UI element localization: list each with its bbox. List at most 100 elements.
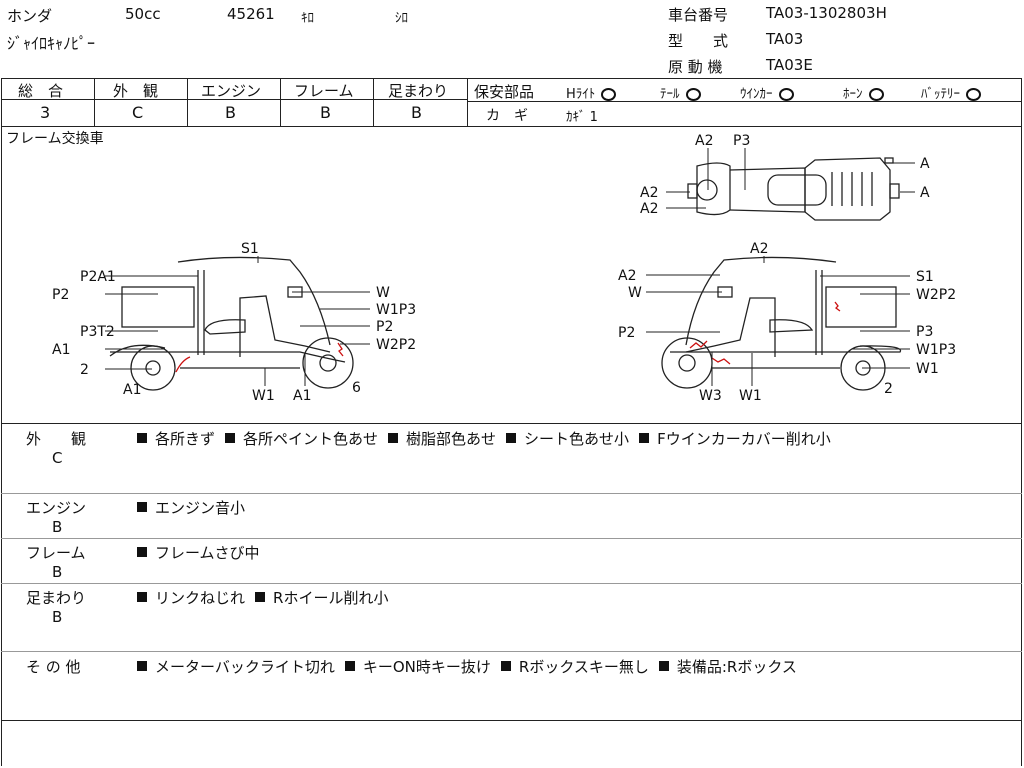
- grade-frame-value: B: [320, 103, 331, 122]
- label-p3: P3: [916, 324, 933, 340]
- check-circle-icon: [868, 88, 884, 101]
- label-a2: A2: [695, 133, 713, 149]
- safety-item-horn: ﾎｰﾝ: [843, 83, 884, 102]
- bullet-icon: [137, 660, 147, 671]
- label-w: W: [628, 285, 642, 301]
- bullet-icon: [344, 660, 355, 671]
- mileage: 45261: [227, 5, 275, 23]
- safety-item-winker: ｳｲﾝｶｰ: [740, 83, 794, 102]
- label-a1: A1: [293, 388, 311, 404]
- diagram-note: フレーム交換車: [6, 131, 104, 147]
- bullet-icon: [255, 591, 266, 602]
- label-w1: W1: [739, 388, 762, 404]
- bullet-icon: [137, 432, 147, 443]
- label-6: 6: [352, 380, 361, 396]
- frame-number-label: 車台番号: [668, 6, 729, 24]
- bullet-icon: [137, 546, 147, 557]
- grade-row-bottom: [1, 126, 1022, 127]
- label-a1: S1: [241, 241, 259, 257]
- bullet-icon: [500, 660, 511, 671]
- right-view-labels: A2 A2 W P2 W3 W1 S1 W2P2 P3 W1P3 W1 2: [618, 241, 956, 404]
- engine-model-label: 原 動 機: [668, 58, 723, 76]
- top-view-labels: A2 P3 A2 A2 A A: [640, 133, 930, 217]
- label-a2: A2: [640, 185, 658, 201]
- left-view-labels: S1 P2A1 P2 P3T2 A1 2 A1 W W1P3 P2 W2P2 W…: [52, 241, 416, 404]
- label-w1p3: W1P3: [376, 302, 416, 318]
- diagram-bottom: [1, 423, 1022, 424]
- safety-item-tail: ﾃｰﾙ: [660, 83, 701, 102]
- mileage-unit: ｷﾛ: [301, 11, 314, 26]
- label-p3t2: A1: [52, 342, 70, 358]
- bullet-icon: [506, 432, 517, 443]
- grade-suspension-value: B: [411, 103, 422, 122]
- grade-suspension-label: 足まわり: [388, 82, 449, 100]
- grade-sep-1: [94, 78, 95, 126]
- grade-exterior-label: 外 観: [113, 82, 159, 100]
- remark-grade: B: [52, 563, 63, 581]
- top-view-leaders: [666, 148, 915, 209]
- color-value: ｼﾛ: [395, 11, 408, 26]
- grade-sep-2: [187, 78, 188, 126]
- safety-item-battery: ﾊﾞｯﾃﾘｰ: [921, 83, 981, 102]
- label-a2: A2: [750, 241, 768, 257]
- bullet-icon: [388, 432, 399, 443]
- label-p2: P2: [376, 319, 393, 335]
- frame-number-value: TA03-1302803H: [766, 4, 887, 22]
- right-side-view: [661, 256, 902, 391]
- label-w: W: [376, 285, 390, 301]
- grade-divider: [1, 99, 468, 100]
- grade-total-label: 総 合: [18, 82, 64, 100]
- top-view: [687, 157, 900, 221]
- grade-frame-label: フレーム: [294, 82, 354, 100]
- left-side-view: [109, 256, 354, 391]
- check-circle-icon: [966, 88, 981, 101]
- remark-items: フレームさび中: [137, 542, 270, 563]
- grade-engine-label: エンジン: [201, 82, 262, 100]
- label-p2: P3T2: [80, 324, 115, 340]
- bullet-icon: [639, 432, 650, 443]
- model-name: ｼﾞｬｲﾛｷｬﾉﾋﾟｰ: [7, 34, 96, 53]
- key-value: ｶｷﾞ 1: [566, 110, 598, 125]
- maker: ホンダ: [7, 7, 53, 25]
- right-view-leaders: [646, 256, 910, 386]
- type-label: 型 式: [668, 32, 729, 50]
- bullet-icon: [225, 432, 236, 443]
- label-p2: P2: [618, 325, 635, 341]
- grade-sep-3: [280, 78, 281, 126]
- bullet-icon: [137, 501, 147, 512]
- grade-engine-value: B: [225, 103, 236, 122]
- type-value: TA03: [766, 30, 804, 48]
- label-w1p3: W1P3: [916, 342, 956, 358]
- left-view-leaders: [105, 256, 370, 386]
- remark-label: 足まわり: [26, 589, 87, 607]
- key-label: カ ギ: [486, 108, 528, 124]
- remark-divider: [1, 493, 1022, 494]
- displacement: 50cc: [125, 5, 161, 23]
- bullet-icon: [137, 591, 147, 602]
- remark-label: 外 観: [26, 430, 87, 448]
- check-circle-icon: [601, 88, 617, 101]
- remark-bottom: [1, 720, 1022, 721]
- label-a: A: [920, 156, 930, 172]
- label-s1: P2A1: [80, 269, 116, 285]
- label-a2: A2: [618, 268, 636, 284]
- grade-sep-4: [373, 78, 374, 126]
- label-p3: P3: [733, 133, 750, 149]
- label-2: 2: [884, 381, 893, 397]
- remark-items: エンジン音小: [137, 497, 255, 518]
- grade-exterior-value: C: [132, 103, 144, 122]
- safety-divider: [468, 101, 1022, 102]
- remark-grade: B: [52, 518, 63, 536]
- label-w2p2: W2P2: [916, 287, 956, 303]
- remark-label: そ の 他: [26, 658, 81, 676]
- label-a2: A2: [640, 201, 658, 217]
- remark-grade: C: [52, 449, 63, 467]
- label-s1: S1: [916, 269, 934, 285]
- label-a: A: [920, 185, 930, 201]
- grade-total-value: 3: [40, 103, 51, 122]
- safety-label: 保安部品: [474, 83, 535, 101]
- remark-divider: [1, 538, 1022, 539]
